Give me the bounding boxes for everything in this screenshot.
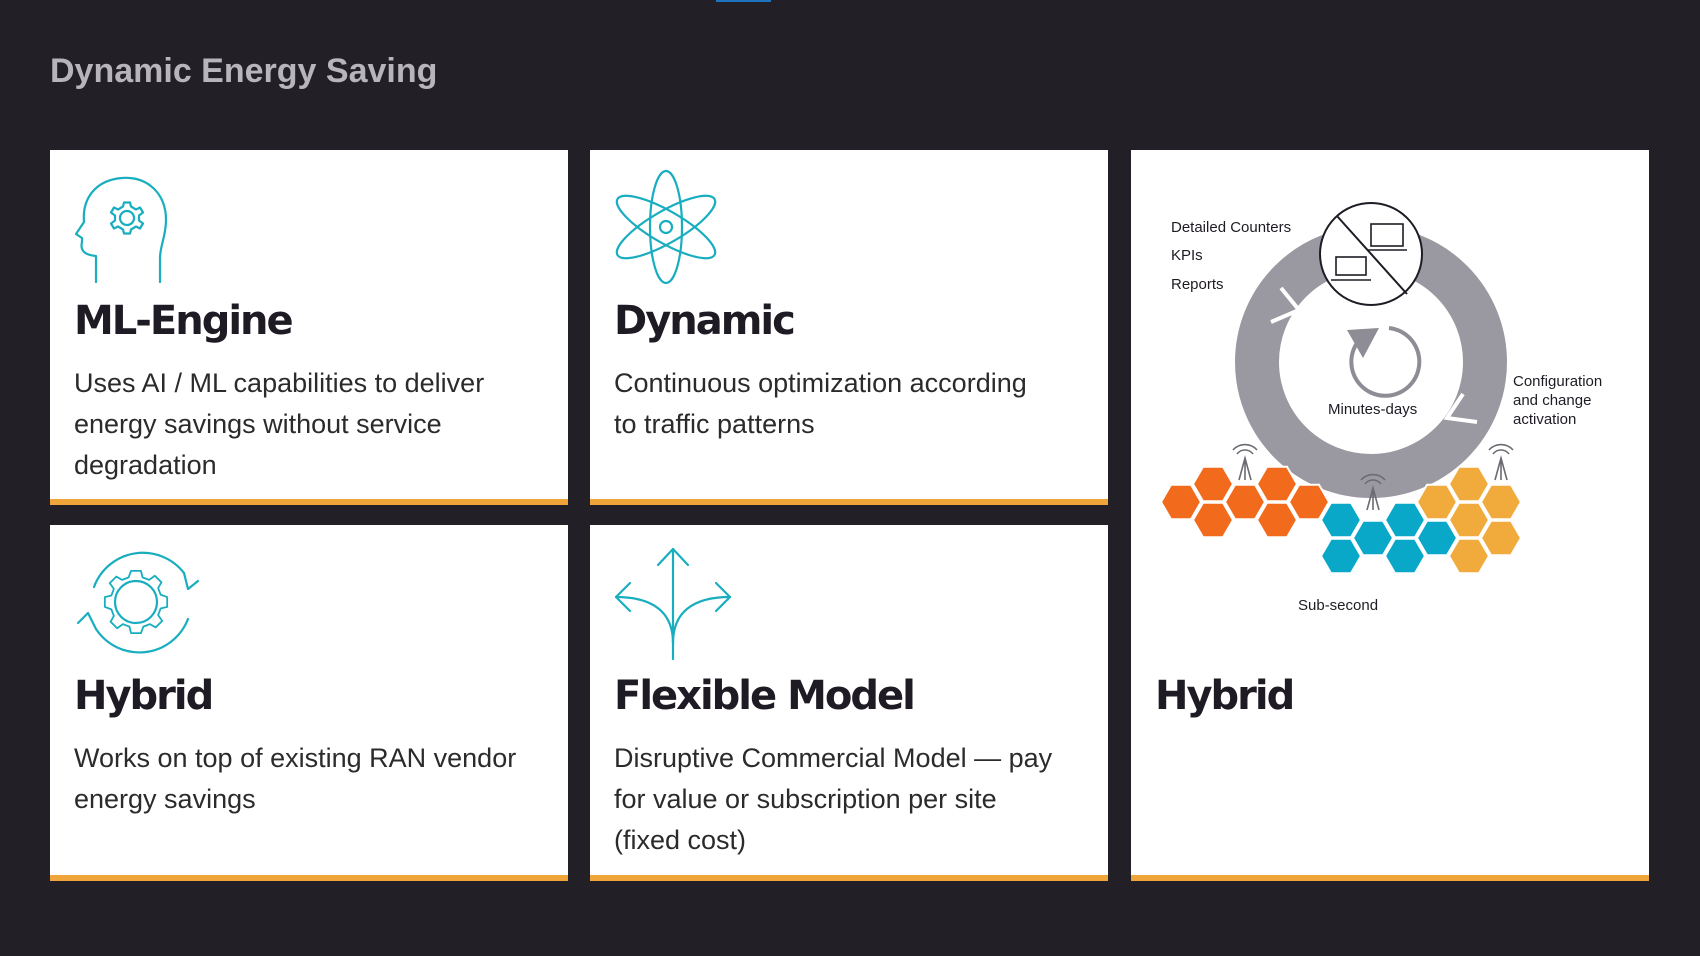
monitor-icon xyxy=(1370,223,1404,247)
label-cycle: Minutes-days xyxy=(1328,401,1417,418)
card-hybrid: Hybrid Works on top of existing RAN vend… xyxy=(50,525,568,881)
description-line: energy savings without service xyxy=(74,409,442,439)
hex-cell xyxy=(1255,465,1299,503)
description-line: degradation xyxy=(74,450,217,480)
card-description: Works on top of existing RAN vendor ener… xyxy=(74,738,516,820)
hex-cell xyxy=(1223,483,1267,521)
card-description: Continuous optimization according to tra… xyxy=(614,363,1027,445)
antenna-icon xyxy=(1488,443,1514,481)
hex-cell xyxy=(1479,519,1523,557)
description-line: to traffic patterns xyxy=(614,409,815,439)
hex-cell xyxy=(1479,483,1523,521)
top-accent-bar xyxy=(716,0,771,2)
hex-cell xyxy=(1447,465,1491,503)
laptop-icon xyxy=(1335,256,1367,276)
label-config-2: and change xyxy=(1513,392,1591,409)
label-kpis: KPIs xyxy=(1171,247,1203,264)
label-subsecond: Sub-second xyxy=(1298,597,1378,614)
card-title: Hybrid xyxy=(1155,673,1295,719)
hex-cell xyxy=(1287,483,1331,521)
hex-cell xyxy=(1191,465,1235,503)
hex-cell xyxy=(1319,501,1363,539)
card-hybrid-diagram: Detailed Counters KPIs Reports Minutes-d… xyxy=(1131,150,1649,881)
antenna-icon xyxy=(1232,443,1258,481)
hex-cell xyxy=(1159,483,1203,521)
label-counters: Detailed Counters xyxy=(1171,219,1291,236)
ring-gap xyxy=(1270,286,1303,324)
card-title: Dynamic xyxy=(614,298,796,344)
gear-cycle-icon xyxy=(74,543,204,666)
card-ml-engine: ML-Engine Uses AI / ML capabilities to d… xyxy=(50,150,568,505)
cell-honeycomb xyxy=(1159,465,1523,575)
atom-icon xyxy=(614,168,718,291)
ring-gap xyxy=(1443,392,1478,424)
description-line: Works on top of existing RAN vendor xyxy=(74,743,517,773)
label-config-3: activation xyxy=(1513,411,1576,428)
description-line: Uses AI / ML capabilities to deliver xyxy=(74,368,485,398)
page-title: Dynamic Energy Saving xyxy=(50,52,438,90)
antenna-icon xyxy=(1360,473,1386,511)
refresh-icon xyxy=(1349,326,1422,398)
label-reports: Reports xyxy=(1171,276,1224,293)
card-title: Hybrid xyxy=(74,673,214,719)
card-dynamic: Dynamic Continuous optimization accordin… xyxy=(590,150,1108,505)
hex-cell xyxy=(1447,501,1491,539)
description-line: for value or subscription per site xyxy=(614,784,997,814)
energy-cycle-diagram: Detailed Counters KPIs Reports Minutes-d… xyxy=(1159,202,1602,614)
hex-cell xyxy=(1351,519,1395,557)
hex-cell xyxy=(1191,501,1235,539)
hex-cell xyxy=(1383,501,1427,539)
description-line: Continuous optimization according xyxy=(614,368,1027,398)
label-config-1: Configuration xyxy=(1513,373,1602,390)
hex-cell xyxy=(1447,537,1491,575)
diverging-arrows-icon xyxy=(614,543,732,666)
card-description: Disruptive Commercial Model — pay for va… xyxy=(614,738,1052,861)
card-description: Uses AI / ML capabilities to deliver ene… xyxy=(74,363,484,486)
description-line: energy savings xyxy=(74,784,256,814)
hex-cell xyxy=(1319,537,1363,575)
hex-cell xyxy=(1415,483,1459,521)
description-line: (fixed cost) xyxy=(614,825,747,855)
card-title: Flexible Model xyxy=(614,673,916,719)
hex-cell xyxy=(1255,501,1299,539)
refresh-arrowhead xyxy=(1347,328,1379,358)
hex-cell xyxy=(1415,519,1459,557)
brain-gear-icon xyxy=(74,168,174,291)
card-title: ML-Engine xyxy=(74,298,294,344)
card-flexible-model: Flexible Model Disruptive Commercial Mod… xyxy=(590,525,1108,881)
hex-cell xyxy=(1383,537,1427,575)
strike-line xyxy=(1336,215,1408,295)
description-line: Disruptive Commercial Model — pay xyxy=(614,743,1053,773)
